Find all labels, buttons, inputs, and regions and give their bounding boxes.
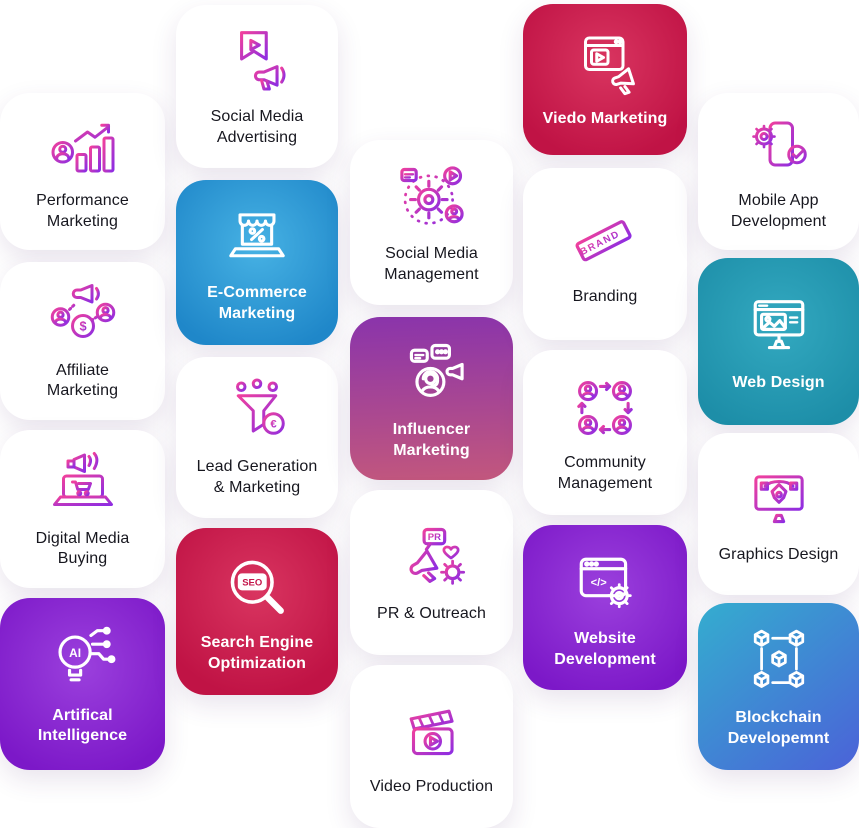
funnel-euro-icon: €	[221, 377, 293, 449]
video-player-megaphone-icon	[569, 29, 641, 101]
card-influencer-marketing[interactable]: Influencer Marketing	[350, 317, 513, 480]
card-performance-marketing[interactable]: Performance Marketing	[0, 93, 165, 250]
card-label: Artifical Intelligence	[37, 706, 128, 744]
card-seo[interactable]: SEO Search Engine Optimization	[176, 528, 338, 695]
monitor-pen-tool-icon	[742, 463, 816, 537]
flag-megaphone-icon	[220, 25, 294, 99]
card-mobile-app-development[interactable]: Mobile App Development	[698, 93, 859, 250]
card-website-development[interactable]: </> Website Development	[523, 525, 687, 690]
shop-laptop-icon	[220, 201, 294, 275]
svg-text:SEO: SEO	[242, 577, 262, 588]
ai-bulb-icon: AI	[45, 622, 121, 698]
card-affiliate-marketing[interactable]: $ Affiliate Marketing	[0, 262, 165, 420]
card-branding[interactable]: BRAND Branding	[523, 168, 687, 340]
card-label: Affiliate Marketing	[46, 361, 119, 399]
card-label: Viedo Marketing	[542, 110, 668, 128]
card-label: Mobile App Development	[730, 192, 827, 230]
browser-code-gear-icon: </>	[567, 545, 643, 621]
card-label: Digital Media Buying	[35, 529, 130, 567]
card-community-management[interactable]: Community Management	[523, 350, 687, 515]
card-digital-media-buying[interactable]: Digital Media Buying	[0, 430, 165, 588]
monitor-image-icon	[741, 289, 817, 365]
card-ecommerce-marketing[interactable]: E-Commerce Marketing	[176, 180, 338, 345]
svg-text:PR: PR	[427, 532, 440, 543]
clapperboard-icon	[395, 695, 469, 769]
card-label: Search Engine Optimization	[200, 634, 314, 672]
affiliate-network-icon: $	[47, 281, 119, 353]
influencer-person-icon	[394, 336, 470, 412]
svg-text:€: €	[270, 418, 277, 430]
card-label: Website Development	[554, 630, 656, 668]
card-label: Performance Marketing	[36, 192, 129, 230]
card-label: Web Design	[732, 374, 825, 392]
performance-chart-icon	[47, 111, 119, 183]
brand-tag-icon: BRAND	[566, 201, 644, 279]
gear-orbit-icon	[394, 160, 470, 236]
card-label: Video Production	[369, 778, 494, 796]
card-label: Community Management	[557, 454, 653, 492]
card-label: Social Media Advertising	[210, 108, 304, 146]
card-label: Influencer Marketing	[392, 421, 471, 459]
card-label: E-Commerce Marketing	[207, 284, 307, 322]
svg-text:</>: </>	[591, 577, 608, 589]
card-web-design[interactable]: Web Design	[698, 258, 859, 425]
card-label: Blockchain Developemnt	[727, 709, 830, 747]
card-social-media-management[interactable]: Social Media Management	[350, 140, 513, 305]
pr-megaphone-icon: PR	[394, 520, 470, 596]
phone-gear-check-icon	[743, 111, 815, 183]
card-video-production[interactable]: Video Production	[350, 665, 513, 828]
card-pr-outreach[interactable]: PR PR & Outreach	[350, 490, 513, 655]
card-graphics-design[interactable]: Graphics Design	[698, 433, 859, 595]
card-viedo-marketing[interactable]: Viedo Marketing	[523, 4, 687, 155]
svg-text:AI: AI	[69, 645, 81, 659]
card-label: Graphics Design	[718, 545, 839, 563]
card-blockchain-development[interactable]: Blockchain Developemnt	[698, 603, 859, 770]
blockchain-cubes-icon	[741, 624, 817, 700]
svg-text:$: $	[79, 318, 86, 333]
laptop-megaphone-icon	[47, 449, 119, 521]
seo-magnifier-icon: SEO	[219, 549, 295, 625]
card-label: PR & Outreach	[377, 605, 486, 623]
card-social-media-advertising[interactable]: Social Media Advertising	[176, 5, 338, 168]
card-lead-generation[interactable]: € Lead Generation & Marketing	[176, 357, 338, 518]
card-label: Lead Generation & Marketing	[196, 458, 318, 496]
card-artificial-intelligence[interactable]: AI Artifical Intelligence	[0, 598, 165, 770]
card-label: Branding	[572, 287, 638, 305]
people-cycle-icon	[568, 371, 642, 445]
card-label: Social Media Management	[384, 245, 479, 283]
